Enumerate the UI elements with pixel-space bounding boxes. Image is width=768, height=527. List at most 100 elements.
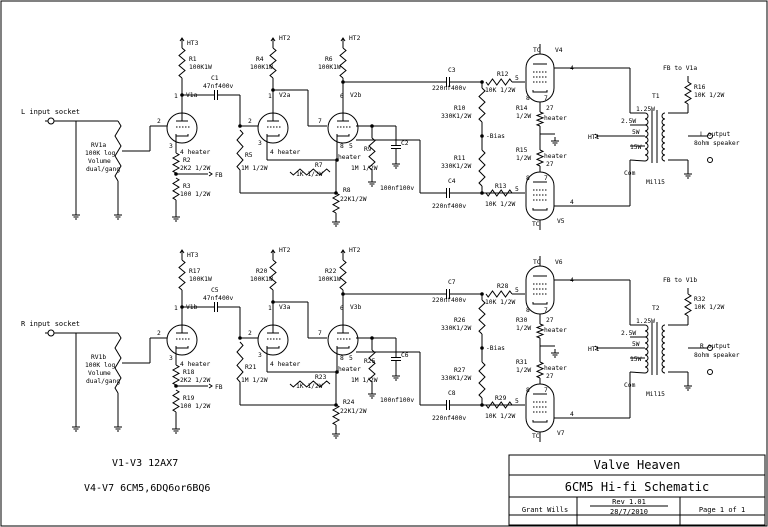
cathode: [175, 134, 189, 137]
secondary-coil: [661, 130, 666, 138]
volume-pot: [114, 332, 122, 394]
resistor-value: 100K1W: [250, 276, 273, 283]
tube-label: V5: [557, 218, 565, 225]
resistor-r11: [478, 361, 486, 399]
ground-symbol: [332, 430, 340, 439]
tap-label: 5W: [632, 341, 640, 348]
tap-label: 2.5W: [621, 330, 636, 337]
pot-value: 100K log: [85, 362, 116, 369]
primary-coil: [644, 130, 649, 138]
resistor-ref: R21: [245, 364, 257, 371]
input-jack-icon: [47, 329, 55, 337]
cathode: [336, 346, 350, 349]
resistor-value: 10K 1/2W: [485, 413, 516, 420]
capacitor-ref: C3: [448, 67, 456, 74]
resistor-r12: [485, 78, 513, 86]
resistor-r14: [535, 111, 545, 127]
transformer-ref: T2: [652, 305, 660, 312]
tc-label: TC: [532, 433, 540, 440]
tc-label: TC: [532, 221, 540, 228]
author: Grant Wills: [522, 506, 568, 514]
tube-label: V3b: [350, 304, 362, 311]
cathode: [336, 134, 350, 137]
resistor-r9: [368, 349, 376, 383]
primary-coil: [644, 142, 649, 150]
primary-coil: [644, 336, 649, 344]
tube-envelope: [525, 53, 555, 103]
resistor-r10: [478, 87, 486, 123]
resistor-value: 1K 1/2W: [296, 171, 323, 178]
feedback-label: FB: [215, 172, 223, 179]
capacitor-c2: [391, 357, 401, 361]
resistor-value: 100K1W: [318, 64, 341, 71]
resistor-r5: [236, 341, 244, 383]
resistor-ref: R10: [454, 105, 466, 112]
pin-number: 7: [318, 118, 322, 125]
heater-label: heater: [544, 327, 567, 334]
cathode: [266, 346, 280, 349]
heater-label: 4 heater: [180, 361, 211, 368]
pin-number: 2: [157, 330, 161, 337]
resistor-r3: [172, 389, 180, 413]
resistor-r14: [535, 323, 545, 339]
secondary-coil: [661, 360, 666, 368]
resistor-value: 10K 1/2W: [694, 304, 725, 311]
resistor-ref: R17: [189, 268, 201, 275]
speaker-terminal-icon: [707, 369, 713, 375]
pin-number: 7: [544, 95, 548, 102]
capacitor-ref: C7: [448, 279, 456, 286]
tap-label: Com: [624, 170, 636, 177]
ht-label: HT2: [279, 247, 291, 254]
resistor-ref: R24: [343, 399, 355, 406]
resistor-r13: [485, 189, 513, 197]
resistor-r9: [368, 137, 376, 171]
note-preamp-tubes: V1-V3 12AX7: [112, 458, 178, 469]
heater-label: heater: [338, 154, 361, 161]
resistor-ref: R22: [325, 268, 337, 275]
ground-symbol: [114, 211, 122, 220]
resistor-value: 1M 1/2W: [241, 377, 268, 384]
resistor-ref: R29: [495, 395, 507, 402]
resistor-r11: [478, 149, 486, 187]
triode-v2b: [327, 324, 359, 356]
ground-symbol: [72, 423, 80, 432]
resistor-value: 27: [546, 105, 554, 112]
capacitor-c2: [391, 145, 401, 149]
tap-label: 5W: [632, 129, 640, 136]
resistor-ref: R18: [183, 369, 195, 376]
cathode: [532, 302, 548, 305]
output-label: L output: [700, 131, 731, 138]
supply-arrow: [270, 37, 276, 42]
junction-dot: [480, 80, 484, 84]
capacitor-c1: [214, 90, 218, 100]
title-block: Valve Heaven 6CM5 Hi-fi Schematic Grant …: [508, 454, 766, 526]
resistor-ref: R25: [364, 358, 376, 365]
feedback-to-label: FB to V1a: [663, 65, 697, 72]
tube-label: V2a: [279, 92, 291, 99]
revision: Rev 1.01: [612, 498, 646, 506]
resistor-ref: R4: [256, 56, 264, 63]
resistor-r4: [269, 259, 277, 291]
ht-label: HT1: [588, 134, 600, 141]
tube-envelope: [525, 265, 555, 315]
ground-symbol: [684, 170, 692, 179]
tc-label: TC: [533, 47, 541, 54]
speaker-label: 8ohm speaker: [694, 140, 740, 147]
tc-label: TC: [533, 259, 541, 266]
resistor-ref: R11: [454, 155, 466, 162]
pin-number: 8: [340, 355, 344, 362]
resistor-value: 1M 1/2W: [351, 165, 378, 172]
signal-arrow: [208, 171, 213, 177]
ht-label: HT2: [349, 35, 361, 42]
resistor-r8: [331, 404, 341, 426]
tap-label: Com: [624, 382, 636, 389]
resistor-r4: [269, 47, 277, 79]
primary-coil: [644, 118, 649, 126]
capacitor-c3: [446, 289, 450, 299]
pin-number: 5: [349, 143, 353, 150]
pin-number: 2: [157, 118, 161, 125]
secondary-coil: [661, 154, 666, 162]
pin-number: 5: [515, 287, 519, 294]
